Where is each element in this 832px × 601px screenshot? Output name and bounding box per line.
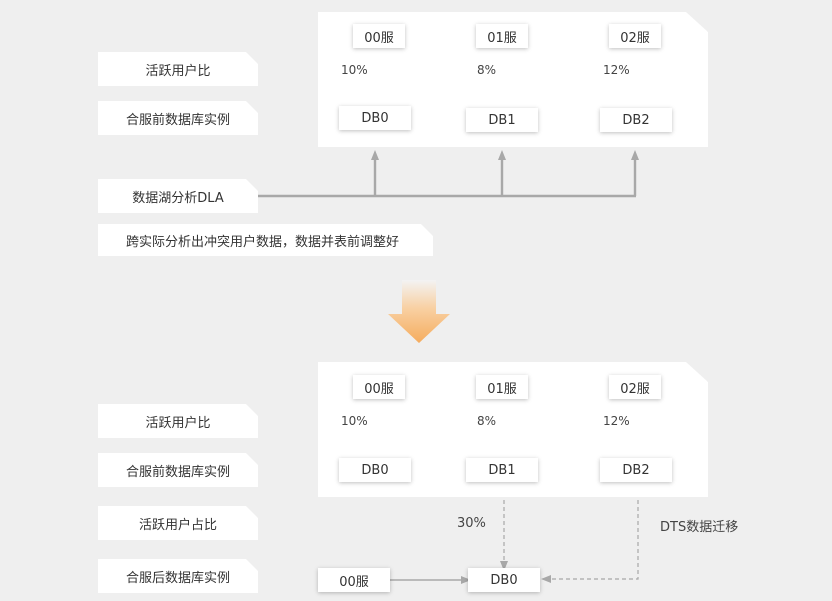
percent-02-top: 12%: [603, 63, 630, 77]
db2-bottom: DB2: [600, 458, 672, 482]
dashed-db2-to-merged-db: [541, 500, 639, 583]
label-dla: 数据湖分析DLA: [98, 179, 258, 213]
label-db-after-text: 合服后数据库实例: [125, 570, 230, 586]
merged-server: 00服: [318, 568, 390, 592]
server-01-bottom-text: 01服: [487, 381, 517, 397]
server-02-top-text: 02服: [620, 30, 650, 46]
label-active-ratio-top-text: 活跃用户比: [145, 63, 211, 79]
merged-db: DB0: [468, 568, 540, 592]
server-02-bottom: 02服: [609, 375, 661, 399]
label-note: 跨实际分析出冲突用户数据，数据并表前调整好: [98, 224, 433, 256]
label-dla-text: 数据湖分析DLA: [132, 190, 224, 206]
db1-bottom: DB1: [466, 458, 538, 482]
merged-server-text: 00服: [339, 574, 369, 590]
server-00-bottom-text: 00服: [364, 381, 394, 397]
dts-migration-label: DTS数据迁移: [660, 516, 738, 535]
percent-02-bottom-text: 12%: [603, 414, 630, 428]
percent-02-bottom: 12%: [603, 414, 630, 428]
server-01-top-text: 01服: [487, 30, 517, 46]
server-00-bottom: 00服: [353, 375, 405, 399]
db1-bottom-text: DB1: [488, 462, 516, 478]
percent-01-bottom: 8%: [477, 414, 496, 428]
db0-bottom-text: DB0: [361, 462, 389, 478]
merged-percent-text: 30%: [457, 516, 486, 531]
label-active-share: 活跃用户占比: [98, 506, 258, 540]
server-02-bottom-text: 02服: [620, 381, 650, 397]
db1-top: DB1: [466, 108, 538, 132]
db0-bottom: DB0: [339, 458, 411, 482]
percent-00-bottom: 10%: [341, 414, 368, 428]
label-active-ratio-bottom: 活跃用户比: [98, 404, 258, 438]
server-01-top: 01服: [476, 24, 528, 48]
merged-percent: 30%: [457, 516, 486, 531]
db0-top: DB0: [339, 106, 411, 130]
percent-01-top: 8%: [477, 63, 496, 77]
db2-top: DB2: [600, 108, 672, 132]
db1-top-text: DB1: [488, 112, 516, 128]
percent-00-bottom-text: 10%: [341, 414, 368, 428]
percent-01-bottom-text: 8%: [477, 414, 497, 428]
server-01-bottom: 01服: [476, 375, 528, 399]
percent-01-top-text: 8%: [477, 63, 497, 77]
label-active-ratio-top: 活跃用户比: [98, 52, 258, 86]
server-00-top: 00服: [353, 24, 405, 48]
dts-migration-label-text: DTS数据迁移: [660, 520, 739, 535]
label-db-after: 合服后数据库实例: [98, 559, 258, 593]
label-active-ratio-bottom-text: 活跃用户比: [145, 415, 211, 431]
server-00-top-text: 00服: [364, 30, 394, 46]
merged-db-text: DB0: [490, 572, 518, 588]
percent-00-top-text: 10%: [341, 63, 368, 77]
label-db-before-bottom: 合服前数据库实例: [98, 453, 258, 487]
db2-top-text: DB2: [622, 112, 650, 128]
db0-top-text: DB0: [361, 110, 389, 126]
percent-02-top-text: 12%: [603, 63, 630, 77]
label-active-share-text: 活跃用户占比: [138, 517, 217, 533]
merge-down-arrow: [388, 280, 450, 343]
label-db-before-bottom-text: 合服前数据库实例: [125, 464, 230, 480]
label-note-text: 跨实际分析出冲突用户数据，数据并表前调整好: [126, 234, 400, 250]
label-db-before-top-text: 合服前数据库实例: [125, 112, 230, 128]
percent-00-top: 10%: [341, 63, 368, 77]
label-db-before-top: 合服前数据库实例: [98, 101, 258, 135]
server-02-top: 02服: [609, 24, 661, 48]
db2-bottom-text: DB2: [622, 462, 650, 478]
